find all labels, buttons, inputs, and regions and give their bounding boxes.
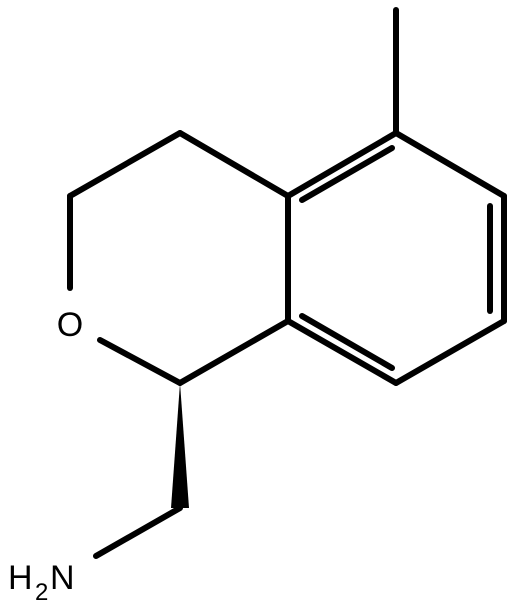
bond-o-c1 <box>97 337 183 386</box>
bond-ring-c5-c6 <box>393 130 507 199</box>
bond-ring-c7-c8 <box>393 318 507 386</box>
bond-double-inner-1 <box>299 145 395 203</box>
atom-oxygen: O <box>57 306 83 344</box>
bond-c4a-c4 <box>177 130 291 199</box>
bond-c1-c8a <box>177 318 291 386</box>
bond-c4-c3 <box>67 130 183 199</box>
atom-amine-n: N <box>50 559 75 597</box>
bond-ring-c8-c8a <box>285 318 399 386</box>
bond-ring-c4a-c5 <box>285 130 399 199</box>
bond-double-inner-3 <box>299 313 395 371</box>
bond-wedge-c1-ch2 <box>171 383 189 508</box>
atom-amine-h: H <box>8 559 33 597</box>
bond-ch2-n <box>93 505 183 559</box>
atom-amine-subscript: 2 <box>35 579 48 604</box>
